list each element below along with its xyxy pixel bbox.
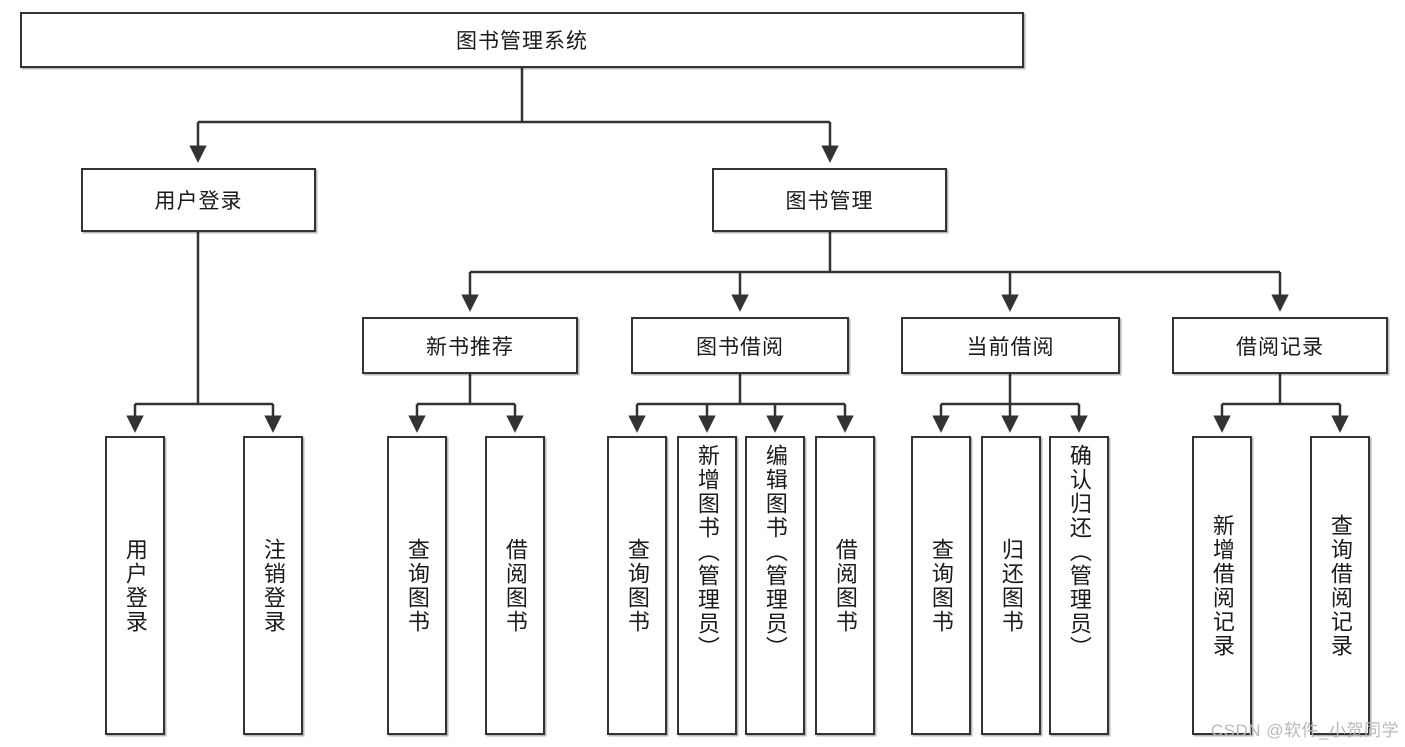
node-label: 当前借阅 <box>966 335 1055 359</box>
node-label: 确认归还（管理员） <box>1066 444 1092 660</box>
node-leaf-user-login[interactable]: 用户登录 <box>105 436 165 735</box>
node-label: 图书借阅 <box>696 335 784 359</box>
node-label: 归还图书 <box>998 537 1024 634</box>
watermark: CSDN @软件_小贺同学 <box>1210 721 1399 740</box>
node-leaf-query-book-current[interactable]: 查询图书 <box>911 436 971 735</box>
node-leaf-edit-book-admin[interactable]: 编辑图书（管理员） <box>745 436 805 735</box>
node-leaf-return-book[interactable]: 归还图书 <box>981 436 1041 735</box>
node-leaf-query-book-new[interactable]: 查询图书 <box>387 436 447 735</box>
node-label: 新增借阅记录 <box>1209 513 1235 658</box>
node-book-management[interactable]: 图书管理 <box>712 168 947 232</box>
node-user-login[interactable]: 用户登录 <box>81 168 316 232</box>
node-leaf-query-book-borrow[interactable]: 查询图书 <box>607 436 667 735</box>
node-book-borrow[interactable]: 图书借阅 <box>631 317 849 374</box>
node-root-book-management-system[interactable]: 图书管理系统 <box>20 12 1024 68</box>
node-label: 用户登录 <box>154 190 243 213</box>
node-label: 编辑图书（管理员） <box>762 444 788 660</box>
node-new-book-recommend[interactable]: 新书推荐 <box>362 317 578 374</box>
node-borrow-record[interactable]: 借阅记录 <box>1172 317 1388 374</box>
node-label: 查询借阅记录 <box>1327 513 1353 658</box>
node-leaf-logout[interactable]: 注销登录 <box>243 436 303 735</box>
node-label: 借阅记录 <box>1236 335 1324 359</box>
node-label: 查询图书 <box>404 537 430 634</box>
node-label: 新增图书（管理员） <box>694 444 720 660</box>
node-label: 查询图书 <box>928 537 954 634</box>
node-label: 查询图书 <box>624 537 650 634</box>
node-leaf-borrow-book[interactable]: 借阅图书 <box>815 436 875 735</box>
node-leaf-confirm-return-admin[interactable]: 确认归还（管理员） <box>1049 436 1109 735</box>
node-label: 用户登录 <box>122 537 148 634</box>
node-label: 图书管理系统 <box>456 30 588 53</box>
node-current-borrow[interactable]: 当前借阅 <box>901 317 1120 374</box>
node-label: 注销登录 <box>260 537 286 634</box>
node-leaf-borrow-book-new[interactable]: 借阅图书 <box>485 436 545 735</box>
node-label: 借阅图书 <box>502 537 528 634</box>
node-leaf-add-book-admin[interactable]: 新增图书（管理员） <box>677 436 737 735</box>
node-label: 借阅图书 <box>832 537 858 634</box>
node-label: 图书管理 <box>785 190 874 213</box>
node-label: 新书推荐 <box>426 335 514 359</box>
node-leaf-query-borrow-record[interactable]: 查询借阅记录 <box>1310 436 1370 735</box>
node-leaf-add-borrow-record[interactable]: 新增借阅记录 <box>1192 436 1252 735</box>
